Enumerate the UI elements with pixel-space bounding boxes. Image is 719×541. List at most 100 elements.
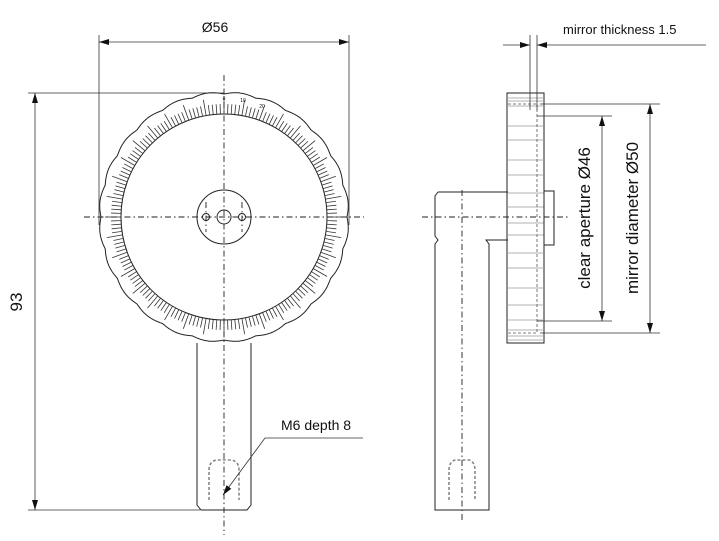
scale-tick bbox=[119, 174, 129, 179]
scale-tick bbox=[323, 189, 334, 193]
scale-tick bbox=[147, 125, 159, 139]
scale-tick bbox=[211, 319, 214, 330]
scale-tick bbox=[255, 314, 260, 325]
scale-tick bbox=[112, 251, 128, 259]
scale-tick bbox=[111, 227, 122, 230]
scale-tick bbox=[230, 319, 233, 330]
scale-tick bbox=[300, 141, 309, 149]
scale-tick bbox=[157, 125, 164, 134]
scale-tick bbox=[112, 200, 123, 204]
scale-tick bbox=[147, 295, 159, 309]
scale-tick bbox=[181, 312, 186, 322]
scale-tick bbox=[245, 106, 248, 117]
scale-tick bbox=[142, 138, 151, 146]
scale-tick bbox=[295, 290, 303, 299]
scale-tick bbox=[241, 99, 246, 116]
scale-tick bbox=[237, 105, 241, 116]
scale-tick bbox=[170, 307, 176, 317]
scale-tick bbox=[132, 140, 146, 152]
scale-tick bbox=[132, 282, 146, 294]
scale-tick bbox=[272, 307, 278, 317]
scale-tick bbox=[139, 285, 148, 293]
scale-tick bbox=[182, 313, 190, 329]
scale-tick bbox=[248, 107, 252, 118]
scale-tick bbox=[170, 117, 176, 127]
scale-tick bbox=[322, 245, 333, 249]
scale-tick bbox=[130, 153, 139, 160]
scale-tick bbox=[268, 309, 274, 319]
knurl-grooves bbox=[507, 97, 544, 341]
scale-tick bbox=[114, 241, 125, 245]
scale-tick bbox=[215, 104, 218, 115]
scale-tick bbox=[122, 261, 132, 267]
scale-tick bbox=[304, 147, 314, 154]
scale-tick bbox=[154, 297, 161, 307]
scale-tick bbox=[284, 300, 291, 309]
scale-tick bbox=[160, 302, 167, 311]
scale-tick bbox=[321, 248, 332, 253]
scale-tick bbox=[188, 314, 193, 325]
scale-tick bbox=[300, 285, 309, 293]
scale-tick bbox=[124, 163, 134, 169]
scale-tick bbox=[116, 248, 127, 253]
scale-tick bbox=[321, 181, 332, 186]
scale-tick bbox=[134, 147, 144, 154]
scale-tick bbox=[111, 208, 122, 211]
scale-tick bbox=[111, 204, 122, 207]
scale-tick bbox=[113, 193, 124, 196]
scale-tick bbox=[112, 230, 123, 234]
scale-label-20: 20 bbox=[259, 104, 265, 110]
scale-tick bbox=[325, 230, 336, 234]
scale-tick bbox=[316, 261, 326, 267]
scale-tick bbox=[234, 319, 237, 330]
scale-tick bbox=[116, 181, 127, 186]
threaded-hole-hidden bbox=[208, 459, 240, 500]
scale-tick bbox=[237, 318, 241, 329]
scale-tick bbox=[145, 135, 153, 144]
scale-tick bbox=[258, 105, 266, 121]
scale-tick bbox=[200, 317, 203, 328]
scale-tick bbox=[241, 318, 246, 335]
scale-tick bbox=[325, 234, 342, 239]
scale-tick bbox=[127, 271, 137, 278]
scale-tick bbox=[272, 117, 278, 127]
scale-tick bbox=[309, 274, 318, 281]
scale-tick bbox=[314, 265, 324, 271]
scale-tick bbox=[326, 204, 337, 207]
scale-tick bbox=[324, 238, 335, 241]
scale-tick bbox=[163, 304, 170, 314]
front-view: 0 10 20 Ø56 93 M6 depth 8 bbox=[7, 19, 364, 535]
thread-leader bbox=[222, 437, 266, 496]
scale-tick bbox=[127, 156, 137, 163]
scale-tick bbox=[278, 304, 285, 314]
scale-tick bbox=[148, 293, 156, 302]
scale-tick bbox=[130, 274, 139, 281]
scale-tick bbox=[182, 105, 190, 121]
scale-tick bbox=[106, 234, 123, 239]
scale-tick bbox=[326, 223, 337, 226]
scale-tick bbox=[196, 316, 200, 327]
scale-tick bbox=[319, 174, 329, 179]
scale-tick bbox=[281, 123, 288, 132]
scale-tick bbox=[177, 113, 183, 124]
scale-tick bbox=[157, 300, 164, 309]
scale-tick bbox=[160, 123, 167, 132]
scale-tick bbox=[314, 163, 324, 169]
scale-label-10: 10 bbox=[240, 98, 246, 104]
scale-tick bbox=[322, 185, 333, 189]
scale-tick bbox=[268, 115, 274, 125]
scale-tick bbox=[313, 268, 328, 277]
scale-tick bbox=[196, 107, 200, 118]
scale-tick bbox=[164, 113, 173, 128]
height-label: 93 bbox=[7, 293, 26, 312]
scale-tick bbox=[113, 238, 124, 241]
clear-aperture-label: clear aperture Ø46 bbox=[575, 147, 594, 289]
scale-tick bbox=[304, 280, 314, 287]
scale-tick bbox=[292, 293, 300, 302]
scale-tick bbox=[124, 265, 134, 271]
scale-tick bbox=[120, 157, 135, 166]
scale-tick bbox=[287, 297, 294, 307]
scale-tick bbox=[275, 113, 284, 128]
